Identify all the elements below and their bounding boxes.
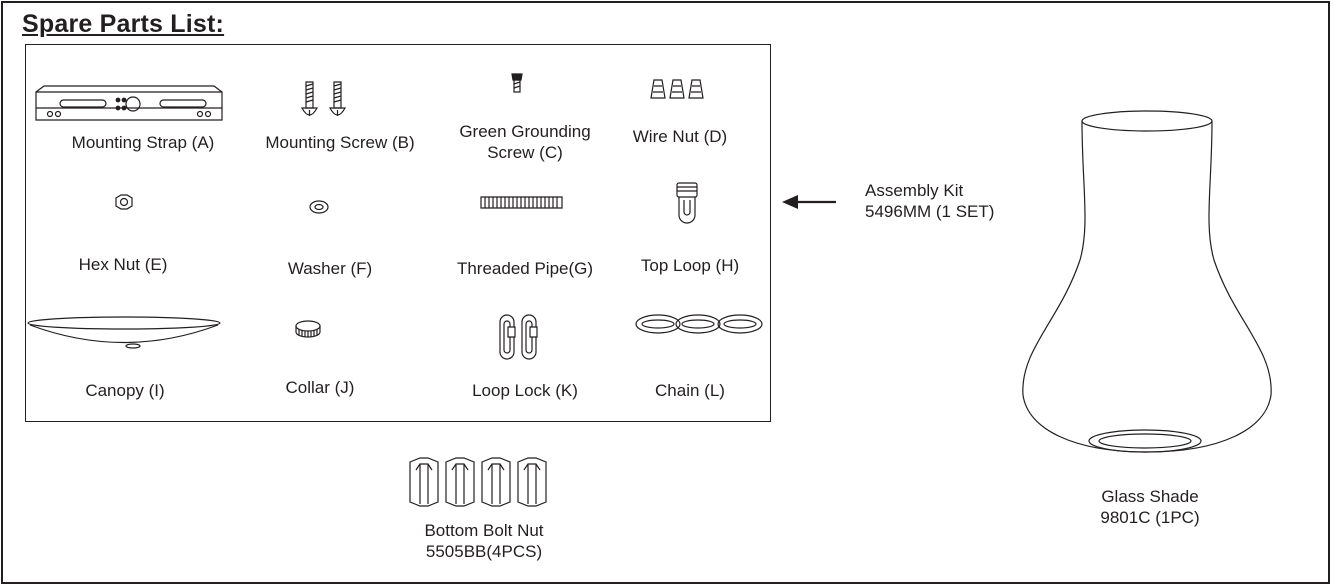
glass-shade-label-line1: Glass Shade [1101,487,1199,506]
part-label-l: Chain (L) [655,381,725,400]
part-label-h: Top Loop (H) [640,256,740,275]
assembly-kit-box [25,44,771,422]
wire-nut-illustration [651,80,703,98]
page-title: Spare Parts List: [22,10,225,38]
part-label-a: Mounting Strap (A) [71,133,215,152]
part-label-f: Washer (F) [287,259,373,278]
bottom-bolt-nut-illustration [410,458,546,506]
part-label-g: Threaded Pipe(G) [456,259,594,278]
grounding-screw-illustration [512,74,522,92]
part-label-c-line2: Screw (C) [487,143,563,162]
part-label-d: Wire Nut (D) [632,127,728,146]
canopy-illustration [28,317,220,348]
assembly-kit-label: Assembly Kit 5496MM (1 SET) [865,180,994,222]
part-label-j: Collar (J) [285,378,355,397]
hex-nut-illustration [116,195,132,209]
bottom-bolt-nut-label: Bottom Bolt Nut 5505BB(4PCS) [404,520,564,562]
loop-lock-illustration [500,315,537,359]
part-label-k: Loop Lock (K) [472,381,578,400]
assembly-kit-arrow [782,195,836,209]
washer-illustration [310,201,328,213]
assembly-kit-label-line1: Assembly Kit [865,181,964,200]
collar-illustration [296,321,320,337]
mounting-strap-illustration [36,86,222,120]
assembly-kit-label-line2: 5496MM (1 SET) [865,202,995,221]
part-label-c-line1: Green Grounding [459,122,591,141]
part-label-b: Mounting Screw (B) [265,133,415,152]
top-loop-illustration [677,183,697,223]
bottom-bolt-nut-label-line1: Bottom Bolt Nut [424,521,544,540]
part-label-e: Hex Nut (E) [78,255,168,274]
threaded-pipe-illustration [481,197,562,208]
mounting-screw-illustration [302,82,345,116]
chain-illustration [636,315,762,333]
glass-shade-label: Glass Shade 9801C (1PC) [1070,486,1230,528]
part-label-i: Canopy (I) [85,381,165,400]
part-label-c: Green Grounding Screw (C) [440,121,610,163]
glass-shade-illustration [1023,111,1271,452]
glass-shade-label-line2: 9801C (1PC) [1100,508,1200,527]
bottom-bolt-nut-label-line2: 5505BB(4PCS) [425,542,543,561]
